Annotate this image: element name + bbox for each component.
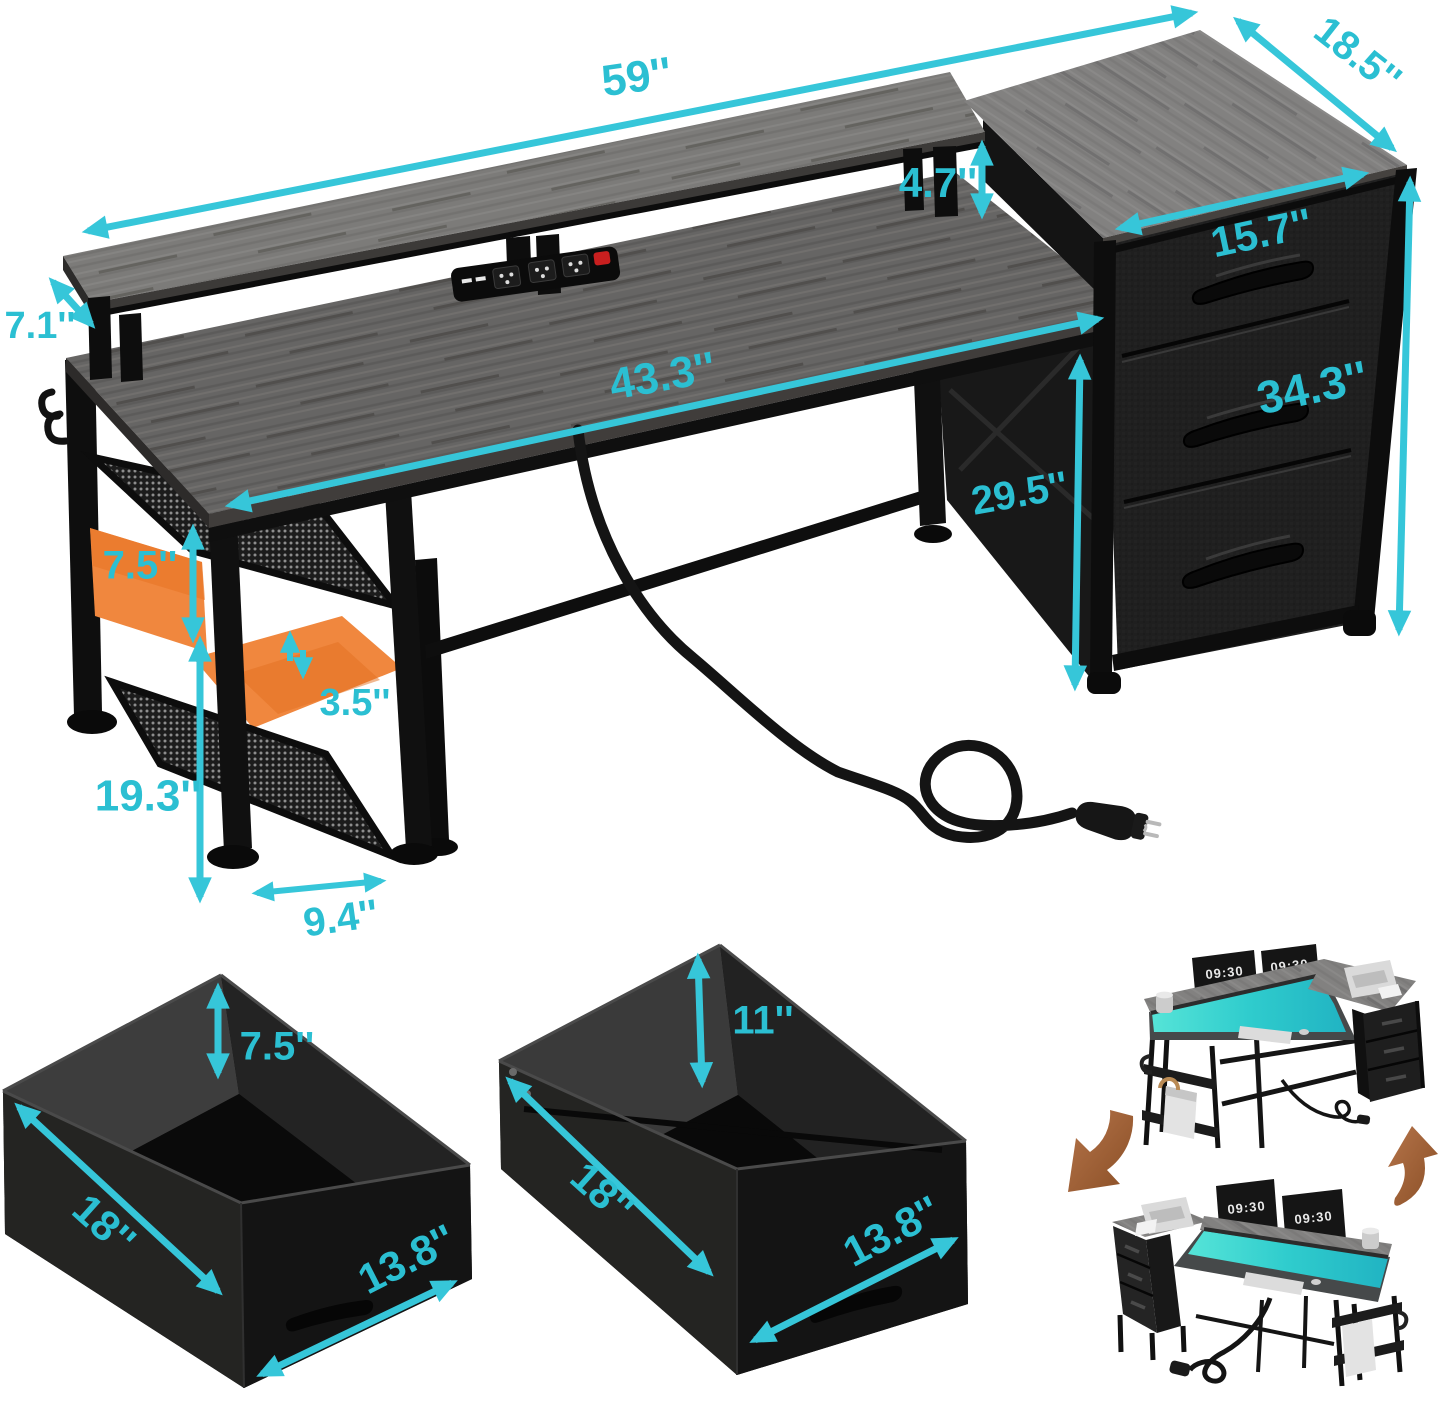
svg-text:59'': 59''	[599, 48, 675, 106]
svg-text:19.3'': 19.3''	[95, 772, 202, 821]
svg-text:09:30: 09:30	[1227, 1198, 1267, 1217]
svg-text:9.4'': 9.4''	[301, 892, 381, 946]
svg-text:7.1'': 7.1''	[5, 305, 76, 347]
svg-text:09:30: 09:30	[1205, 963, 1245, 982]
svg-text:4.7'': 4.7''	[899, 159, 977, 206]
svg-text:3.5'': 3.5''	[320, 682, 391, 724]
svg-text:09:30: 09:30	[1294, 1208, 1334, 1227]
svg-text:7.5'': 7.5''	[103, 544, 178, 588]
svg-text:7.5'': 7.5''	[240, 1025, 315, 1069]
svg-text:11'': 11''	[732, 999, 793, 1043]
